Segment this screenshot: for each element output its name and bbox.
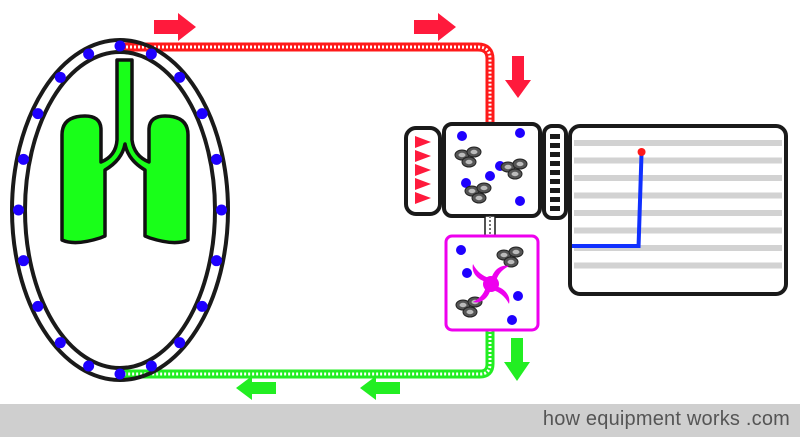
heat-triangle [415,192,431,204]
monitor-gridline [574,157,782,164]
circulation-diagram [10,13,788,400]
oxygen-dot [13,204,24,216]
oxygen-dot [17,153,29,165]
pump-chamber [444,234,540,332]
connector-tick [550,206,560,211]
oxygen-dot [216,204,227,216]
left-arrow-icon [236,376,276,400]
connector-tick [550,143,560,148]
right-arrow-icon [414,13,456,41]
venous-arrows [236,338,530,400]
oxygen-dot [462,268,472,278]
monitor-gridline [574,245,782,251]
oxygen-dot [54,337,66,349]
cell-cluster-icon [454,146,482,168]
oxygen-dot [145,48,157,60]
oxygen-dots [13,40,227,380]
connector-tick [550,170,560,175]
down-arrow-icon [505,56,531,98]
footer-bar: how equipment works .com [0,404,800,437]
monitor-gridline [574,175,782,181]
monitor-gridline [574,140,782,146]
connector-tick [550,197,560,202]
arterial-arrows [154,13,531,98]
monitor-gridline [574,210,782,216]
monitor-screen [568,124,788,296]
oxygen-dot [32,108,44,120]
oxygen-dot [17,255,29,267]
left-arrow-icon [360,376,400,400]
heat-exchanger [404,126,442,216]
oxygen-dot [114,368,126,380]
oxygen-dot [515,128,525,138]
right-arrow-icon [154,13,196,41]
heat-triangle [415,136,431,148]
connector-tick [550,152,560,157]
cell-cluster-icon [500,158,528,180]
oxygen-dot [83,48,95,60]
oxygen-dot [83,360,95,372]
connector-tick [550,179,560,184]
connector-tick [550,134,560,139]
oxygen-dot [32,300,44,312]
chamber-connector [484,215,496,237]
down-arrow-icon [504,338,530,381]
oxygen-dot [211,255,223,267]
connector-tick [550,161,560,166]
cell-cluster-icon [496,246,524,268]
body-loop [10,38,230,382]
oxygen-dot [515,196,525,206]
oxygen-dot [507,315,517,325]
oxygen-dot [196,300,208,312]
oxygen-dot [196,108,208,120]
monitor-trace [572,151,644,248]
oxygen-dot [114,40,126,52]
oxygen-dot [513,291,523,301]
impeller-icon [472,264,510,304]
lungs-icon [60,58,190,245]
venous-tube [118,330,495,379]
heat-triangle [415,150,431,162]
oxygen-dot [174,337,186,349]
oxygen-dot [456,245,466,255]
oxygen-dot [145,360,157,372]
oxygen-dot [54,71,66,83]
oxygen-dot [485,171,495,181]
watermark-text: how equipment works .com [542,408,790,430]
monitor-gridline [574,262,782,269]
heat-triangle [415,178,431,190]
monitor-gridline [574,227,782,234]
arterial-tube [118,42,495,126]
oxygen-dot [174,71,186,83]
oxygen-dot [457,131,467,141]
oxygen-dot [461,178,471,188]
monitor-gridline [574,192,782,199]
heat-triangle [415,164,431,176]
cell-cluster-icon [464,182,492,204]
oxygen-dot [211,153,223,165]
connector-tick [550,188,560,193]
oxygenator-chamber [442,122,542,218]
monitor-connector [542,124,568,220]
monitor-endpoint [637,148,646,156]
